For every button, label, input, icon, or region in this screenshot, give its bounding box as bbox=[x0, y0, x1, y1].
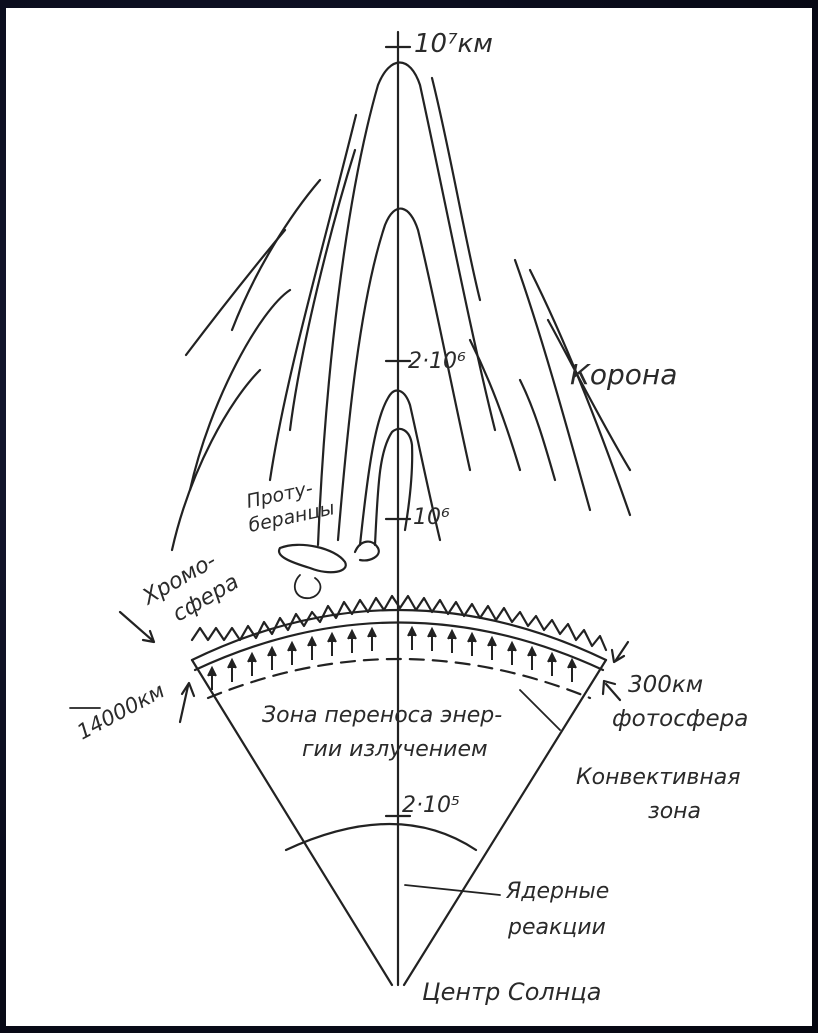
label-photosphere-thickness: 300км bbox=[628, 672, 703, 698]
label-photosphere: фотосфера bbox=[612, 706, 748, 732]
corona-streamers bbox=[172, 63, 630, 551]
label-convective-zone-1: Конвективная bbox=[576, 765, 740, 790]
label-convective-zone-2: зона bbox=[648, 799, 701, 824]
label-top-scale: 10⁷км bbox=[414, 29, 493, 59]
core-boundary-arc bbox=[286, 824, 476, 850]
label-2e6: 2·10⁶ bbox=[408, 349, 466, 374]
label-radiative-zone-2: гии излучением bbox=[302, 737, 488, 762]
convective-leader bbox=[520, 690, 560, 730]
nuclear-leader bbox=[405, 885, 500, 895]
label-corona: Корона bbox=[570, 358, 677, 391]
prominences bbox=[279, 542, 379, 599]
label-radiative-zone-1: Зона переноса энер- bbox=[262, 703, 502, 728]
label-sun-center: Центр Солнца bbox=[422, 978, 601, 1006]
label-chromosphere-thickness: 14000км bbox=[73, 678, 169, 744]
label-nuclear-2: реакции bbox=[507, 915, 606, 940]
label-nuclear-1: Ядерные bbox=[505, 879, 609, 904]
label-2e5: 2·10⁵ bbox=[402, 793, 460, 818]
label-1e6: 10⁶ bbox=[413, 505, 450, 530]
